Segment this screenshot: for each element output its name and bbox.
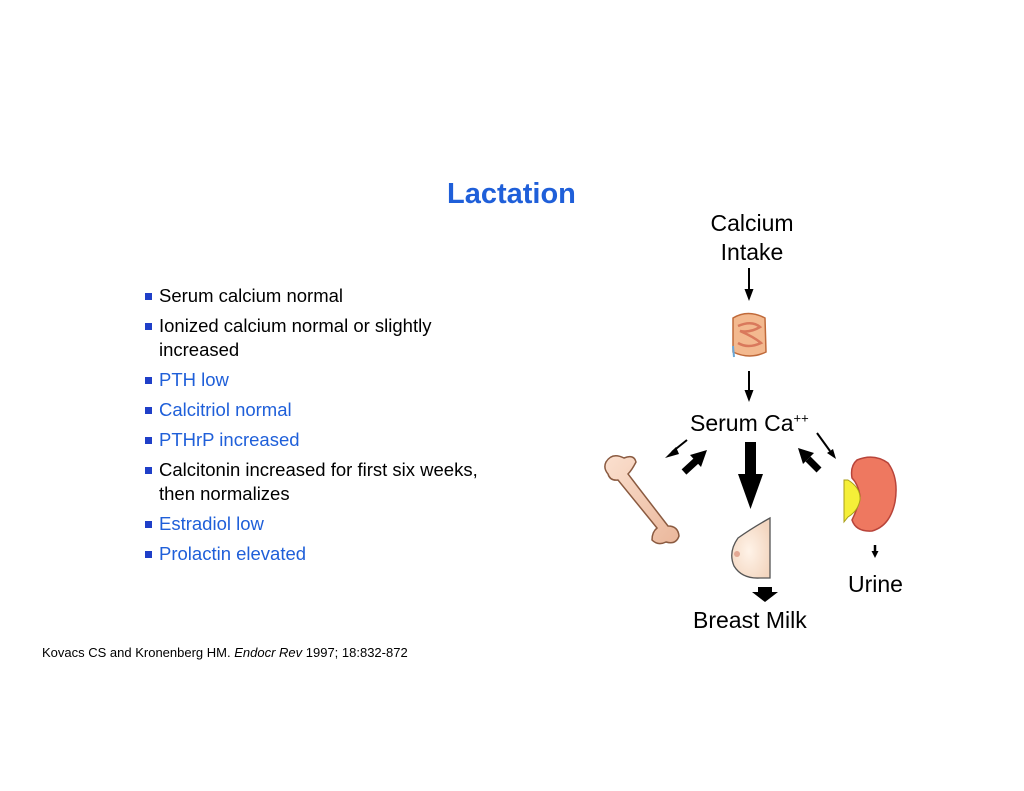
calcium-intake-line1: Calcium [710, 210, 794, 236]
bullet-square-icon [145, 407, 152, 414]
intestine-icon [732, 312, 767, 358]
bullet-square-icon [145, 377, 152, 384]
citation-authors: Kovacs CS and Kronenberg HM. [42, 645, 235, 660]
bullet-square-icon [145, 551, 152, 558]
kidney-icon [843, 456, 897, 532]
arrow-gut-to-serum [744, 371, 754, 402]
bullet-square-icon [145, 437, 152, 444]
calcium-intake-label: Calcium Intake [700, 209, 804, 267]
bullet-item: PTH low [145, 368, 505, 392]
breast-milk-label: Breast Milk [693, 607, 807, 633]
bullet-text: Calcitonin increased for first six weeks… [159, 459, 478, 504]
bone-icon [604, 455, 680, 545]
arrow-kidney-to-urine [871, 545, 879, 558]
arrow-intake-to-gut [744, 268, 754, 301]
bullet-item: PTHrP increased [145, 428, 505, 452]
bullet-list: Serum calcium normal Ionized calcium nor… [145, 284, 505, 572]
bullet-text: PTHrP increased [159, 429, 300, 450]
arrow-serum-to-breast [738, 442, 763, 509]
bullet-item: Calcitriol normal [145, 398, 505, 422]
arrow-serum-to-kidney [816, 432, 836, 459]
bullet-item: Prolactin elevated [145, 542, 505, 566]
citation: Kovacs CS and Kronenberg HM. Endocr Rev … [42, 645, 408, 660]
bullet-square-icon [145, 293, 152, 300]
bullet-text: PTH low [159, 369, 229, 390]
serum-ca-charge: ++ [793, 410, 809, 426]
bullet-item: Estradiol low [145, 512, 505, 536]
arrow-bone-to-serum [681, 450, 707, 475]
bullet-text: Estradiol low [159, 513, 264, 534]
citation-details: 1997; 18:832-872 [302, 645, 408, 660]
bullet-text: Calcitriol normal [159, 399, 292, 420]
urine-label: Urine [848, 571, 903, 597]
bullet-text: Serum calcium normal [159, 285, 344, 306]
bullet-text: Prolactin elevated [159, 543, 307, 564]
calcium-intake-line2: Intake [720, 239, 784, 265]
bullet-text: Ionized calcium normal or slightly incre… [159, 315, 432, 360]
arrow-kidney-to-serum [798, 448, 822, 473]
bullet-square-icon [145, 323, 152, 330]
bullet-square-icon [145, 521, 152, 528]
serum-ca-label: Serum Ca++ [690, 410, 809, 437]
bullet-item: Calcitonin increased for first six weeks… [145, 458, 505, 506]
bullet-item: Serum calcium normal [145, 284, 505, 308]
breast-icon [731, 516, 771, 579]
arrow-serum-to-bone [665, 439, 688, 458]
bullet-item: Ionized calcium normal or slightly incre… [145, 314, 505, 362]
slide-title: Lactation [447, 178, 576, 210]
serum-ca-text: Serum Ca [690, 410, 794, 436]
bullet-square-icon [145, 467, 152, 474]
arrow-breast-to-milk [752, 587, 778, 602]
citation-journal: Endocr Rev [234, 645, 303, 660]
